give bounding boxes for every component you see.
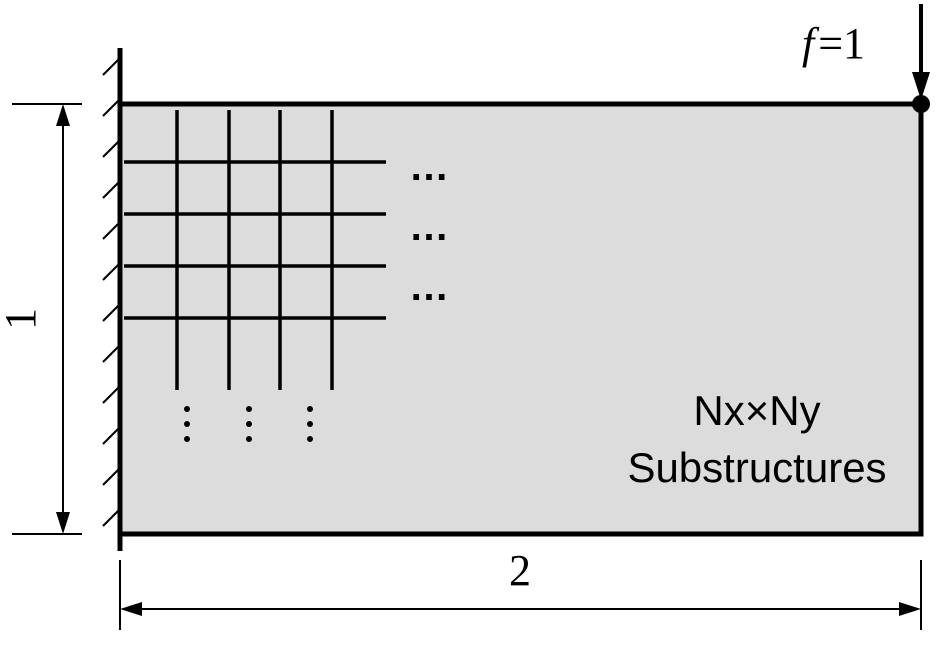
- applied-force: [912, 4, 930, 113]
- substructures-text-label: Substructures: [627, 444, 886, 491]
- force-arrowhead: [912, 72, 930, 100]
- ellipsis-row-2: …: [409, 205, 449, 249]
- substructure-grid: [124, 110, 386, 390]
- width-dimension: [119, 560, 922, 630]
- width-arrow-right: [899, 602, 921, 616]
- hatch-mark: [102, 508, 121, 527]
- hatch-mark: [102, 98, 121, 117]
- height-dimension: [12, 103, 82, 535]
- hatch-mark: [102, 57, 121, 76]
- hatch-mark: [102, 385, 121, 404]
- hatch-mark: [102, 303, 121, 322]
- force-value: =1: [818, 19, 865, 68]
- hatch-mark: [102, 139, 121, 158]
- horizontal-continuation-dots: … … …: [409, 145, 449, 309]
- width-dimension-label: 2: [509, 546, 531, 595]
- height-arrow-top: [56, 104, 70, 126]
- hatch-mark: [102, 262, 121, 281]
- hatch-mark: [102, 426, 121, 445]
- force-label: f=1: [802, 19, 865, 68]
- hatch-mark: [102, 344, 121, 363]
- height-arrow-bottom: [56, 512, 70, 534]
- hatch-mark: [102, 221, 121, 240]
- substructures-count-label: Nx×Ny: [693, 387, 820, 434]
- hatch-mark: [102, 180, 121, 199]
- ellipsis-row-3: …: [409, 265, 449, 309]
- load-point: [912, 95, 930, 113]
- ellipsis-row-1: …: [409, 145, 449, 189]
- height-dimension-label: 1: [0, 308, 45, 330]
- fixed-support-wall: [102, 48, 123, 551]
- hatch-mark: [102, 467, 121, 486]
- width-arrow-left: [120, 602, 142, 616]
- vertical-continuation-dots: [184, 406, 313, 442]
